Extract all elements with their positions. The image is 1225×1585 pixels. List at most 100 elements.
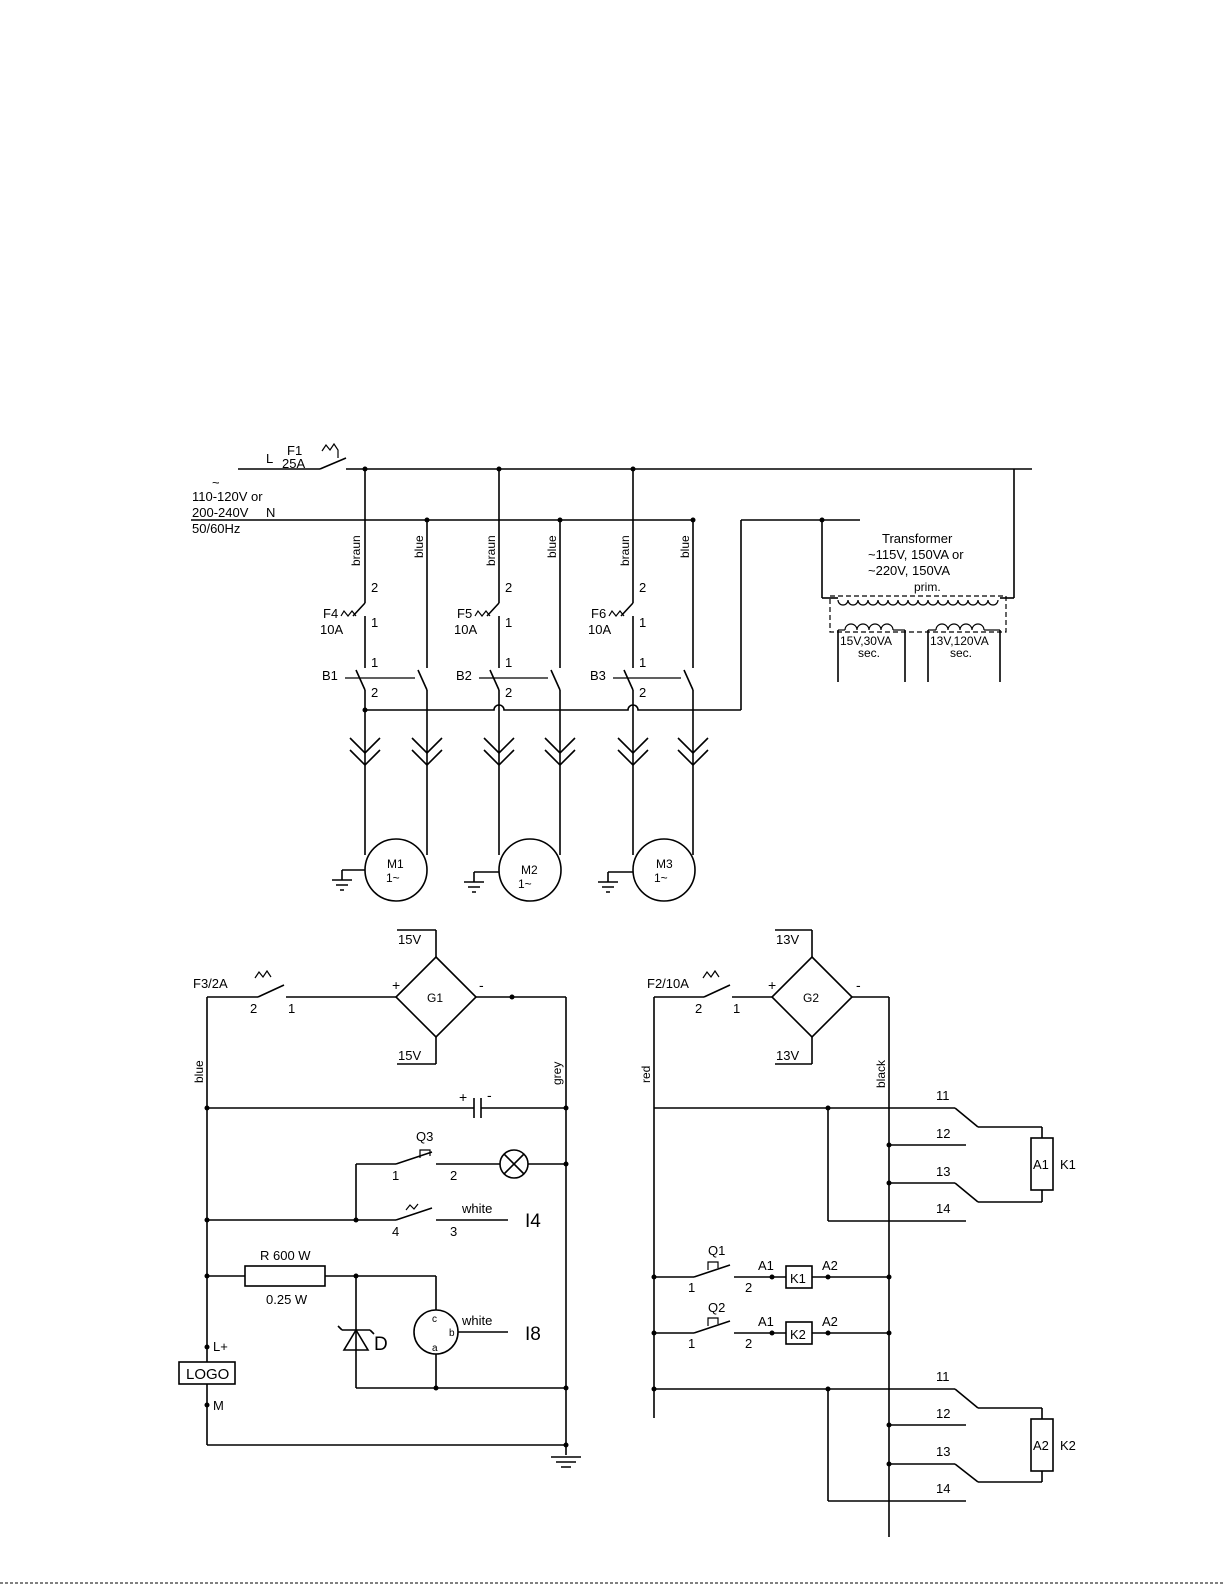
lamp-icon-cross [503, 1153, 525, 1175]
fuse-thermal-symbol [702, 969, 720, 979]
ground-icon [464, 881, 484, 893]
junction-dot [204, 1402, 210, 1408]
f1-name: F1 [287, 443, 302, 458]
k1-contact-11 [954, 1107, 979, 1128]
f1-thermal-symbol [321, 442, 339, 458]
bridge-plus: + [768, 977, 776, 993]
junction-dot [204, 1273, 210, 1279]
bridge-plus: + [392, 977, 400, 993]
junction-dot [204, 1105, 210, 1111]
q1-relay-symbol [707, 1261, 719, 1270]
k1-contact-13 [954, 1182, 979, 1203]
wire-label-white: white [461, 1201, 492, 1216]
q1-label: Q1 [708, 1243, 725, 1258]
secondary-1-rating: 15V,30VA [840, 634, 892, 648]
k2-contact-13 [954, 1463, 979, 1483]
junction-dot [563, 1385, 569, 1391]
motor-name: M1 [387, 857, 404, 871]
secondary-1-sec-label: sec. [858, 646, 880, 660]
q3-label: Q3 [416, 1129, 433, 1144]
terminal-2: 2 [371, 580, 378, 595]
logo-supply-section: F3/2A 2 1 + G1 15V 15V - grey blue + - Q [178, 929, 581, 1468]
terminal-4: 4 [392, 1224, 399, 1239]
bridge-ac-voltage-bottom: 13V [776, 1048, 799, 1063]
capacitor-plus: + [459, 1089, 467, 1105]
plug-connector [411, 737, 443, 767]
switch-contact [550, 669, 561, 691]
transformer-spec-1: ~115V, 150VA or [868, 547, 964, 562]
motor-symbol [498, 838, 562, 902]
switch-contact [489, 669, 500, 691]
bridge-ac-voltage-bottom: 15V [398, 1048, 421, 1063]
supply-neutral-label: N [266, 505, 275, 520]
i4-pushbutton-symbol [405, 1203, 419, 1211]
terminal-1: 1 [733, 1001, 740, 1016]
sensor-pin-b: b [449, 1328, 455, 1339]
supply-frequency: 50/60Hz [192, 521, 240, 536]
terminal-2: 2 [695, 1001, 702, 1016]
plug-connector [617, 737, 649, 767]
junction-dot [362, 707, 368, 713]
junction-dot [651, 1386, 657, 1392]
junction-dot [651, 1330, 657, 1336]
capacitor-minus: - [487, 1087, 492, 1103]
zener-diode-icon [337, 1325, 375, 1351]
plug-connector [677, 737, 709, 767]
terminal-2: 2 [450, 1168, 457, 1183]
terminal-13: 13 [936, 1164, 950, 1179]
switch-contact [355, 669, 366, 691]
junction-dot [886, 1461, 892, 1467]
motor-phase: 1~ [518, 877, 532, 891]
k2-coil-name: K2 [1060, 1438, 1076, 1453]
q2-contact [693, 1320, 731, 1334]
terminal-11: 11 [936, 1088, 950, 1103]
secondary-2-sec-label: sec. [950, 646, 972, 660]
motor-phase: 1~ [386, 871, 400, 885]
switch-name: B3 [590, 668, 606, 683]
transformer-prim-label: prim. [914, 580, 941, 594]
k1-coil-name: K1 [1060, 1157, 1076, 1172]
secondary-2-rating: 13V,120VA [930, 634, 989, 648]
relay-section: F2/10A 2 1 + G2 13V 13V - black red 11 1… [639, 929, 1076, 1537]
terminal-1: 1 [392, 1168, 399, 1183]
resistor-power: 0.25 W [266, 1292, 308, 1307]
terminal-1: 1 [288, 1001, 295, 1016]
wire-label-braun: braun [484, 535, 498, 566]
wire-label-red: red [639, 1066, 653, 1083]
terminal-2: 2 [505, 685, 512, 700]
terminal-12: 12 [936, 1406, 950, 1421]
fuse-thermal-symbol [340, 609, 357, 617]
bridge-ac-voltage-top: 13V [776, 932, 799, 947]
wire-label-blue: blue [412, 535, 426, 558]
terminal-2: 2 [745, 1280, 752, 1295]
wire-label-braun: braun [349, 535, 363, 566]
switched-common-wire [365, 704, 741, 711]
fuse-thermal-symbol [474, 609, 491, 617]
wire-label-black: black [874, 1059, 888, 1088]
switch-contact [683, 669, 694, 691]
fuse-name: F5 [457, 606, 472, 621]
q2-relay-symbol [707, 1317, 719, 1326]
junction-dot [886, 1180, 892, 1186]
fuse-f3-contact [257, 984, 285, 998]
ground-icon [551, 1456, 581, 1468]
ground-icon [332, 879, 352, 891]
bridge-minus: - [856, 977, 861, 993]
fuse-name: F4 [323, 606, 338, 621]
motor-name: M2 [521, 863, 538, 877]
plug-connector [544, 737, 576, 767]
bridge-g1-label: G1 [427, 991, 443, 1005]
transformer-core-box [829, 595, 1007, 633]
k1-coil-a1: A1 [1033, 1157, 1049, 1172]
wire-label-blue: blue [545, 535, 559, 558]
motor-phase: 1~ [654, 871, 668, 885]
transformer-spec-2: ~220V, 150VA [868, 563, 950, 578]
sensor-pin-a: a [432, 1343, 438, 1354]
terminal-1: 1 [639, 615, 646, 630]
terminal-12: 12 [936, 1126, 950, 1141]
bridge-ac-voltage-top: 15V [398, 932, 421, 947]
sensor-pin-c: c [432, 1314, 437, 1325]
wire-label-grey: grey [550, 1062, 564, 1085]
bridge-g2-label: G2 [803, 991, 819, 1005]
